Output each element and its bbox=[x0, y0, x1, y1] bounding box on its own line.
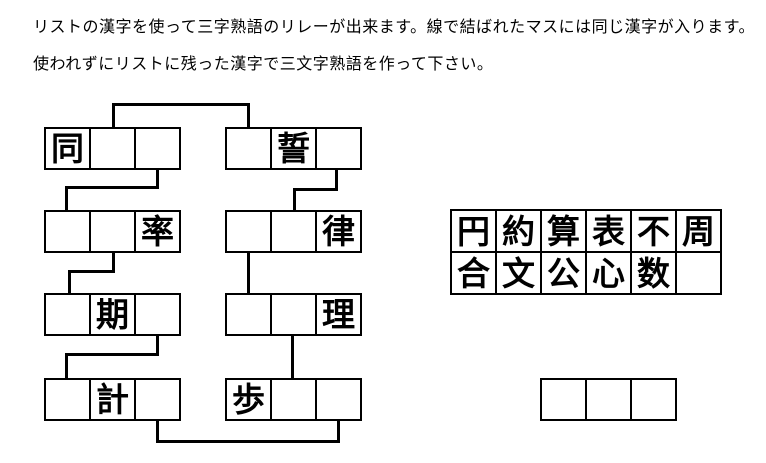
puzzle-box-3-right: 理 bbox=[225, 293, 362, 336]
puzzle-empty-cell[interactable] bbox=[46, 295, 89, 334]
connector-line bbox=[247, 252, 250, 295]
puzzle-given-kanji: 計 bbox=[89, 380, 134, 419]
puzzle-empty-cell[interactable] bbox=[227, 212, 270, 251]
puzzle-box-4-left: 計 bbox=[44, 378, 181, 421]
kanji-list-cell: 合 bbox=[457, 253, 490, 293]
connector-line bbox=[112, 252, 115, 273]
connector-line bbox=[68, 270, 115, 273]
puzzle-given-kanji: 理 bbox=[315, 295, 360, 334]
connector-line bbox=[337, 420, 340, 443]
puzzle-empty-cell[interactable] bbox=[315, 129, 360, 168]
puzzle-empty-cell[interactable] bbox=[134, 380, 179, 419]
puzzle-empty-cell[interactable] bbox=[227, 295, 270, 334]
connector-line bbox=[291, 335, 294, 380]
answer-cell[interactable] bbox=[542, 380, 585, 419]
puzzle-empty-cell[interactable] bbox=[134, 129, 179, 168]
instruction-line-2: 使われずにリストに残った漢字で三文字熟語を作って下さい。 bbox=[33, 54, 494, 73]
puzzle-empty-cell[interactable] bbox=[46, 212, 89, 251]
connector-line bbox=[156, 440, 340, 443]
puzzle-box-1-right: 誓 bbox=[225, 127, 362, 170]
puzzle-empty-cell[interactable] bbox=[89, 129, 134, 168]
connector-line bbox=[293, 188, 338, 191]
connector-line bbox=[156, 335, 159, 356]
puzzle-empty-cell[interactable] bbox=[227, 129, 270, 168]
puzzle-empty-cell[interactable] bbox=[270, 212, 315, 251]
kanji-list-cell: 数 bbox=[630, 253, 675, 293]
puzzle-box-2-left: 率 bbox=[44, 210, 181, 253]
puzzle-given-kanji: 率 bbox=[134, 212, 179, 251]
kanji-list-cell: 約 bbox=[495, 211, 540, 251]
connector-line bbox=[65, 186, 68, 212]
puzzle-given-kanji: 歩 bbox=[232, 380, 265, 419]
puzzle-empty-cell[interactable] bbox=[134, 295, 179, 334]
puzzle-box-1-left: 同 bbox=[44, 127, 181, 170]
connector-line bbox=[156, 420, 159, 443]
puzzle-given-kanji: 律 bbox=[315, 212, 360, 251]
kanji-list-cell: 不 bbox=[630, 211, 675, 251]
kanji-list-cell: 公 bbox=[540, 253, 585, 293]
kanji-list-cell: 表 bbox=[585, 211, 630, 251]
answer-box bbox=[540, 378, 677, 421]
kanji-list-cell: 文 bbox=[495, 253, 540, 293]
answer-cell[interactable] bbox=[585, 380, 630, 419]
puzzle-empty-cell[interactable] bbox=[315, 380, 360, 419]
puzzle-box-3-left: 期 bbox=[44, 293, 181, 336]
connector-line bbox=[112, 103, 250, 106]
puzzle-given-kanji: 同 bbox=[51, 129, 84, 168]
connector-line bbox=[65, 353, 159, 356]
connector-line bbox=[293, 188, 296, 212]
kanji-list-row: 円 約 算 表 不 周 bbox=[452, 211, 720, 251]
connector-line bbox=[68, 270, 71, 295]
connector-line bbox=[156, 169, 159, 189]
connector-line bbox=[247, 103, 250, 129]
kanji-list-cell: 円 bbox=[457, 211, 490, 251]
puzzle-box-2-right: 律 bbox=[225, 210, 362, 253]
puzzle-given-kanji: 期 bbox=[89, 295, 134, 334]
instruction-line-1: リストの漢字を使って三字熟語のリレーが出来ます。線で結ばれたマスには同じ漢字が入… bbox=[33, 17, 756, 36]
kanji-list-row: 合 文 公 心 数 bbox=[452, 251, 720, 293]
kanji-list-cell: 心 bbox=[585, 253, 630, 293]
puzzle-empty-cell[interactable] bbox=[270, 295, 315, 334]
puzzle-empty-cell[interactable] bbox=[270, 380, 315, 419]
puzzle-given-kanji: 誓 bbox=[270, 129, 315, 168]
puzzle-box-4-right: 歩 bbox=[225, 378, 362, 421]
puzzle-empty-cell[interactable] bbox=[89, 212, 134, 251]
kanji-list-cell: 算 bbox=[540, 211, 585, 251]
connector-line bbox=[112, 103, 115, 129]
kanji-list-table: 円 約 算 表 不 周 合 文 公 心 数 bbox=[450, 209, 722, 295]
connector-line bbox=[65, 186, 159, 189]
kanji-list-cell-empty bbox=[675, 253, 720, 293]
connector-line bbox=[65, 353, 68, 380]
kanji-list-cell: 周 bbox=[675, 211, 720, 251]
connector-line bbox=[335, 169, 338, 191]
puzzle-empty-cell[interactable] bbox=[46, 380, 89, 419]
answer-cell[interactable] bbox=[630, 380, 675, 419]
